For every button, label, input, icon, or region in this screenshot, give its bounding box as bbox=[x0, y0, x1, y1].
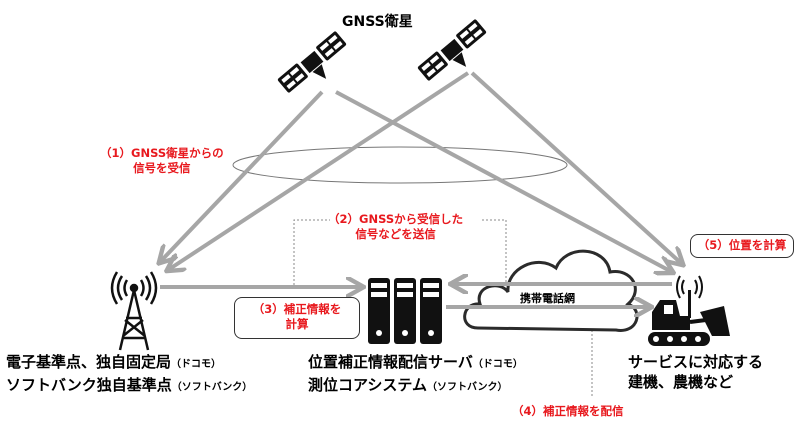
step2-line2: 信号などを送信 bbox=[355, 227, 436, 241]
radio-tower-icon bbox=[110, 271, 158, 351]
step3-callout: （3）補正情報を 計算 bbox=[234, 297, 360, 339]
leader-step2-right bbox=[482, 219, 507, 282]
signal-sat2-to-base bbox=[168, 71, 470, 270]
step2-line1: （2）GNSSから受信した bbox=[328, 212, 464, 226]
device-line2: 建機、農機など bbox=[628, 373, 734, 391]
device-label: サービスに対応する 建機、農機など bbox=[628, 352, 763, 392]
server-note2: （ソフトバンク） bbox=[426, 382, 508, 393]
cloud-icon bbox=[463, 249, 639, 332]
diagram-title: GNSS衛星 bbox=[342, 14, 413, 30]
orbit-ellipse bbox=[232, 146, 568, 184]
server-line1: 位置補正情報配信サーバ bbox=[308, 353, 473, 371]
server-line2: 測位コアシステム bbox=[308, 376, 427, 394]
base-station-line1: 電子基準点、独自固定局 bbox=[6, 353, 172, 371]
construction-machine-icon bbox=[648, 290, 730, 346]
step1-line1: （1）GNSS衛星からの bbox=[100, 146, 224, 160]
step1-label: （1）GNSS衛星からの 信号を受信 bbox=[100, 146, 224, 176]
step2-label: （2）GNSSから受信した 信号などを送信 bbox=[328, 212, 463, 242]
step5-callout: （5）位置を計算 bbox=[690, 234, 794, 258]
network-label: 携帯電話網 bbox=[520, 292, 575, 305]
device-line1: サービスに対応する bbox=[628, 353, 764, 371]
signal-sat2-to-device bbox=[470, 71, 682, 264]
signal-sat1-to-device bbox=[335, 90, 672, 272]
step4-label: （4）補正情報を配信 bbox=[512, 404, 624, 418]
base-station-label: 電子基準点、独自固定局（ドコモ） ソフトバンク独自基準点（ソフトバンク） bbox=[6, 352, 252, 398]
device-antenna-icon bbox=[676, 275, 703, 299]
satellite-icon bbox=[417, 19, 487, 81]
step1-line2: 信号を受信 bbox=[133, 161, 191, 175]
server-rack-icon bbox=[368, 278, 442, 344]
step3-line1: （3）補正情報を bbox=[252, 302, 342, 316]
satellite-icon bbox=[277, 31, 347, 93]
leader-step2-left bbox=[293, 219, 330, 285]
step3-line2: 計算 bbox=[285, 317, 309, 331]
base-station-note1: （ドコモ） bbox=[171, 359, 222, 370]
server-note1: （ドコモ） bbox=[472, 359, 523, 370]
base-station-note2: （ソフトバンク） bbox=[171, 382, 253, 393]
step5-line1: （5）位置を計算 bbox=[697, 238, 787, 252]
signal-sat1-to-base bbox=[160, 90, 324, 262]
base-station-line2: ソフトバンク独自基準点 bbox=[6, 376, 172, 394]
server-label: 位置補正情報配信サーバ（ドコモ） 測位コアシステム（ソフトバンク） bbox=[308, 352, 523, 398]
